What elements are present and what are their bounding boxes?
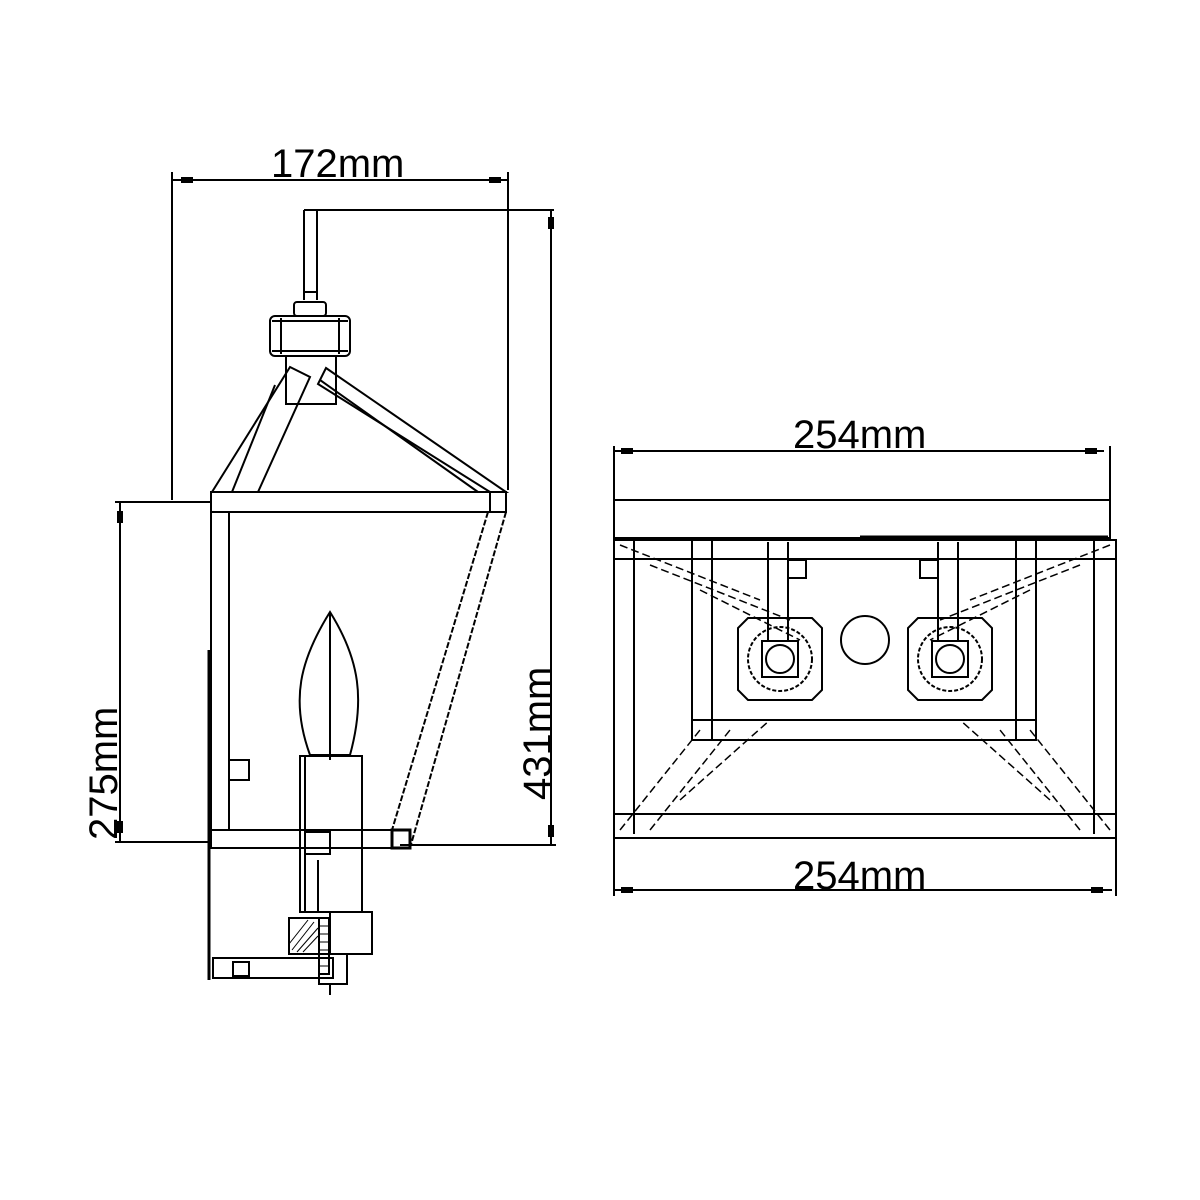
bottom-crossbar — [210, 828, 412, 850]
width-label: 172mm — [271, 142, 405, 186]
socket-arm — [212, 953, 348, 995]
left-socket — [737, 542, 823, 701]
front-post — [391, 511, 507, 849]
hanging-arm — [293, 209, 327, 317]
center-hub — [840, 615, 890, 665]
top-view — [613, 446, 1117, 896]
back-frame — [207, 492, 250, 980]
backplate-height-label: 275mm — [82, 706, 126, 840]
bottom-width-label: 254mm — [793, 854, 927, 898]
width-dimension-line — [171, 172, 509, 500]
candle-bulb — [298, 610, 360, 760]
top-plate — [613, 499, 1111, 539]
top-width-label: 254mm — [793, 413, 927, 457]
perspective-dashes — [619, 544, 1111, 831]
overall-height-label: 431mm — [516, 666, 560, 800]
backplate-height-dimension-line — [115, 501, 210, 843]
roof-frame — [210, 365, 510, 493]
top-crossbar — [210, 491, 507, 513]
side-view — [115, 172, 556, 995]
inner-frame — [691, 719, 1037, 741]
overall-height-dimension-line — [304, 209, 556, 846]
socket-block — [288, 917, 330, 975]
right-socket — [907, 542, 993, 701]
bottom-width-dimension-line — [613, 838, 1117, 896]
top-width-dimension-line — [613, 446, 1111, 540]
finial-nut — [269, 315, 351, 405]
outer-frame — [613, 539, 1117, 839]
candle-sleeve — [299, 755, 373, 955]
